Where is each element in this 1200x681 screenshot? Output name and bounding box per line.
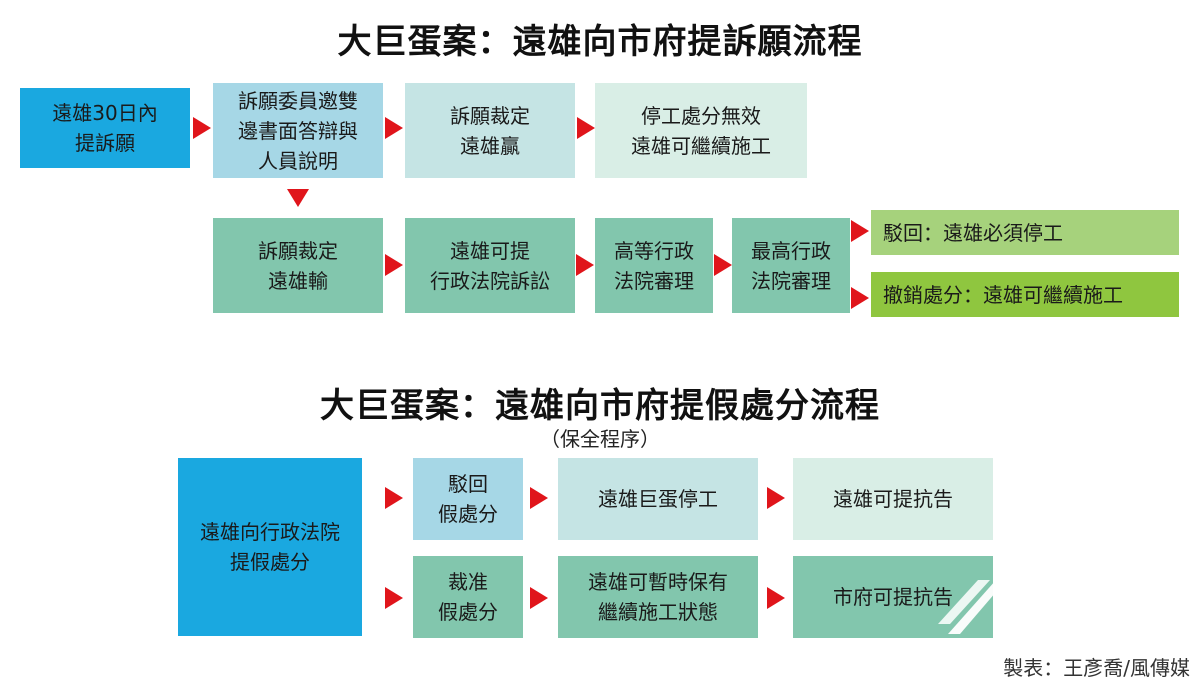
arrow-right-icon — [851, 287, 869, 309]
line-2: 邊書面答辯與 — [238, 118, 358, 143]
box-rejected: 駁回：遠雄必須停工 — [871, 210, 1179, 255]
arrow-right-icon — [385, 117, 403, 139]
arrow-down-icon — [287, 189, 309, 207]
arrow-right-icon — [576, 254, 594, 276]
line-2: 提訴願 — [75, 131, 135, 155]
line-2: 假處分 — [438, 502, 498, 526]
line-2: 遠雄輸 — [268, 268, 328, 293]
diagram2-subtitle: （保全程序） — [540, 427, 660, 451]
box-committee: 訴願委員邀雙 邊書面答辯與 人員說明 — [213, 83, 383, 178]
arrow-right-icon — [851, 220, 869, 242]
line-2: 假處分 — [438, 600, 498, 624]
line-1: 訴願裁定 — [258, 238, 338, 263]
line-1: 遠雄向行政法院 — [200, 520, 340, 544]
line-1: 駁回 — [448, 472, 488, 496]
line-2: 提假處分 — [230, 550, 310, 574]
line-2: 法院審理 — [614, 268, 694, 293]
box-injunction-start: 遠雄向行政法院 提假處分 — [178, 458, 362, 636]
arrow-right-icon — [385, 587, 403, 609]
arrow-right-icon — [530, 587, 548, 609]
line-3: 人員說明 — [258, 148, 338, 173]
arrow-right-icon — [577, 117, 595, 139]
box-city-appeal: 市府可提抗告 — [793, 556, 993, 638]
box-injunction-rejected: 駁回 假處分 — [413, 458, 523, 540]
box-win-result: 停工處分無效 遠雄可繼續施工 — [595, 83, 807, 178]
box-high-court: 高等行政 法院審理 — [595, 218, 713, 313]
line-1: 遠雄可提 — [450, 238, 530, 263]
box-injunction-approved: 裁准 假處分 — [413, 556, 523, 638]
arrow-right-icon — [530, 487, 548, 509]
line-1: 遠雄可暫時保有 — [588, 570, 728, 594]
credit-text: 製表：王彥喬/風傳媒 — [1003, 656, 1190, 680]
diagram2-title: 大巨蛋案：遠雄向市府提假處分流程 — [320, 386, 880, 426]
box-supreme-court: 最高行政 法院審理 — [732, 218, 850, 313]
arrow-right-icon — [714, 254, 732, 276]
line-2: 遠雄可繼續施工 — [631, 133, 771, 158]
box-revoked: 撤銷處分：遠雄可繼續施工 — [871, 272, 1179, 317]
line-2: 遠雄贏 — [460, 133, 520, 158]
arrow-right-icon — [767, 587, 785, 609]
line-1: 訴願委員邀雙 — [238, 88, 358, 113]
line-2: 行政法院訴訟 — [430, 268, 550, 293]
box-continue-construction: 遠雄可暫時保有 繼續施工狀態 — [558, 556, 758, 638]
line-1: 裁准 — [448, 570, 488, 594]
box-appeal-lose: 訴願裁定 遠雄輸 — [213, 218, 383, 313]
arrow-right-icon — [767, 487, 785, 509]
line-1: 高等行政 — [614, 238, 694, 263]
box-appeal-win: 訴願裁定 遠雄贏 — [405, 83, 575, 178]
box-start-appeal: 遠雄30日內 提訴願 — [20, 88, 190, 168]
line-1: 停工處分無效 — [641, 103, 761, 128]
line-2: 繼續施工狀態 — [598, 600, 718, 624]
diagram1-title: 大巨蛋案：遠雄向市府提訴願流程 — [337, 22, 863, 62]
box-dome-stop: 遠雄巨蛋停工 — [558, 458, 758, 540]
box-farglory-appeal: 遠雄可提抗告 — [793, 458, 993, 540]
box-admin-court: 遠雄可提 行政法院訴訟 — [405, 218, 575, 313]
line-1: 最高行政 — [751, 238, 831, 263]
line-1: 遠雄30日內 — [52, 101, 158, 125]
storm-media-logo-icon — [938, 580, 996, 634]
arrow-right-icon — [193, 117, 211, 139]
line-1: 訴願裁定 — [450, 103, 530, 128]
arrow-right-icon — [385, 254, 403, 276]
line-2: 法院審理 — [751, 268, 831, 293]
arrow-right-icon — [385, 487, 403, 509]
